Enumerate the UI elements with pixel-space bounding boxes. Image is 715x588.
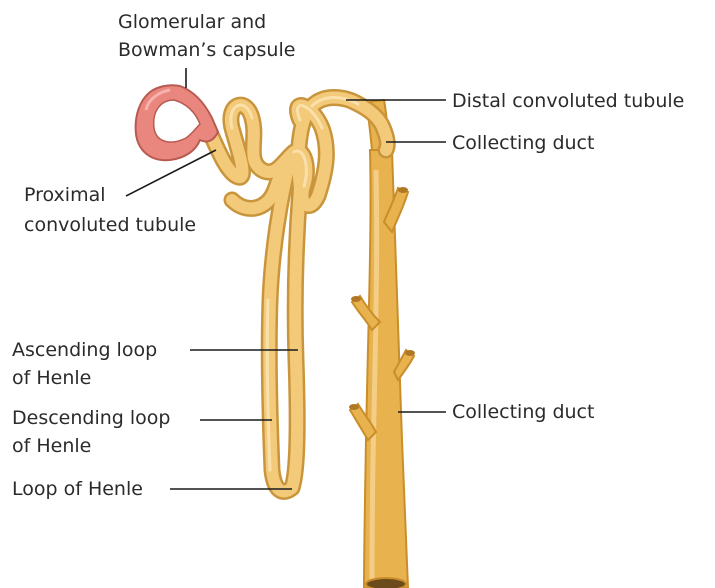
- labels: Glomerular and Bowman’s capsule Distal c…: [12, 11, 684, 500]
- label-loop: Loop of Henle: [12, 478, 143, 500]
- label-ascending-line1: Ascending loop: [12, 339, 157, 361]
- label-descending-line2: of Henle: [12, 435, 91, 457]
- label-collecting-top: Collecting duct: [452, 132, 594, 154]
- branch-opening: [351, 296, 361, 302]
- duct-bottom-opening: [366, 578, 406, 588]
- branch-opening: [349, 404, 359, 410]
- label-proximal-line2: convoluted tubule: [24, 214, 196, 236]
- label-proximal-line1: Proximal: [24, 184, 106, 206]
- label-descending-line1: Descending loop: [12, 407, 170, 429]
- nephron-tubules: [208, 98, 387, 492]
- label-glomerular-line1: Glomerular and: [118, 11, 266, 33]
- label-collecting-bottom: Collecting duct: [452, 401, 594, 423]
- label-distal: Distal convoluted tubule: [452, 90, 684, 112]
- branch-opening: [398, 187, 408, 193]
- branch-opening: [405, 350, 415, 356]
- collecting-duct: [349, 100, 415, 588]
- bowmans-capsule: [136, 85, 218, 160]
- label-glomerular-line2: Bowman’s capsule: [118, 39, 295, 61]
- label-ascending-line2: of Henle: [12, 367, 91, 389]
